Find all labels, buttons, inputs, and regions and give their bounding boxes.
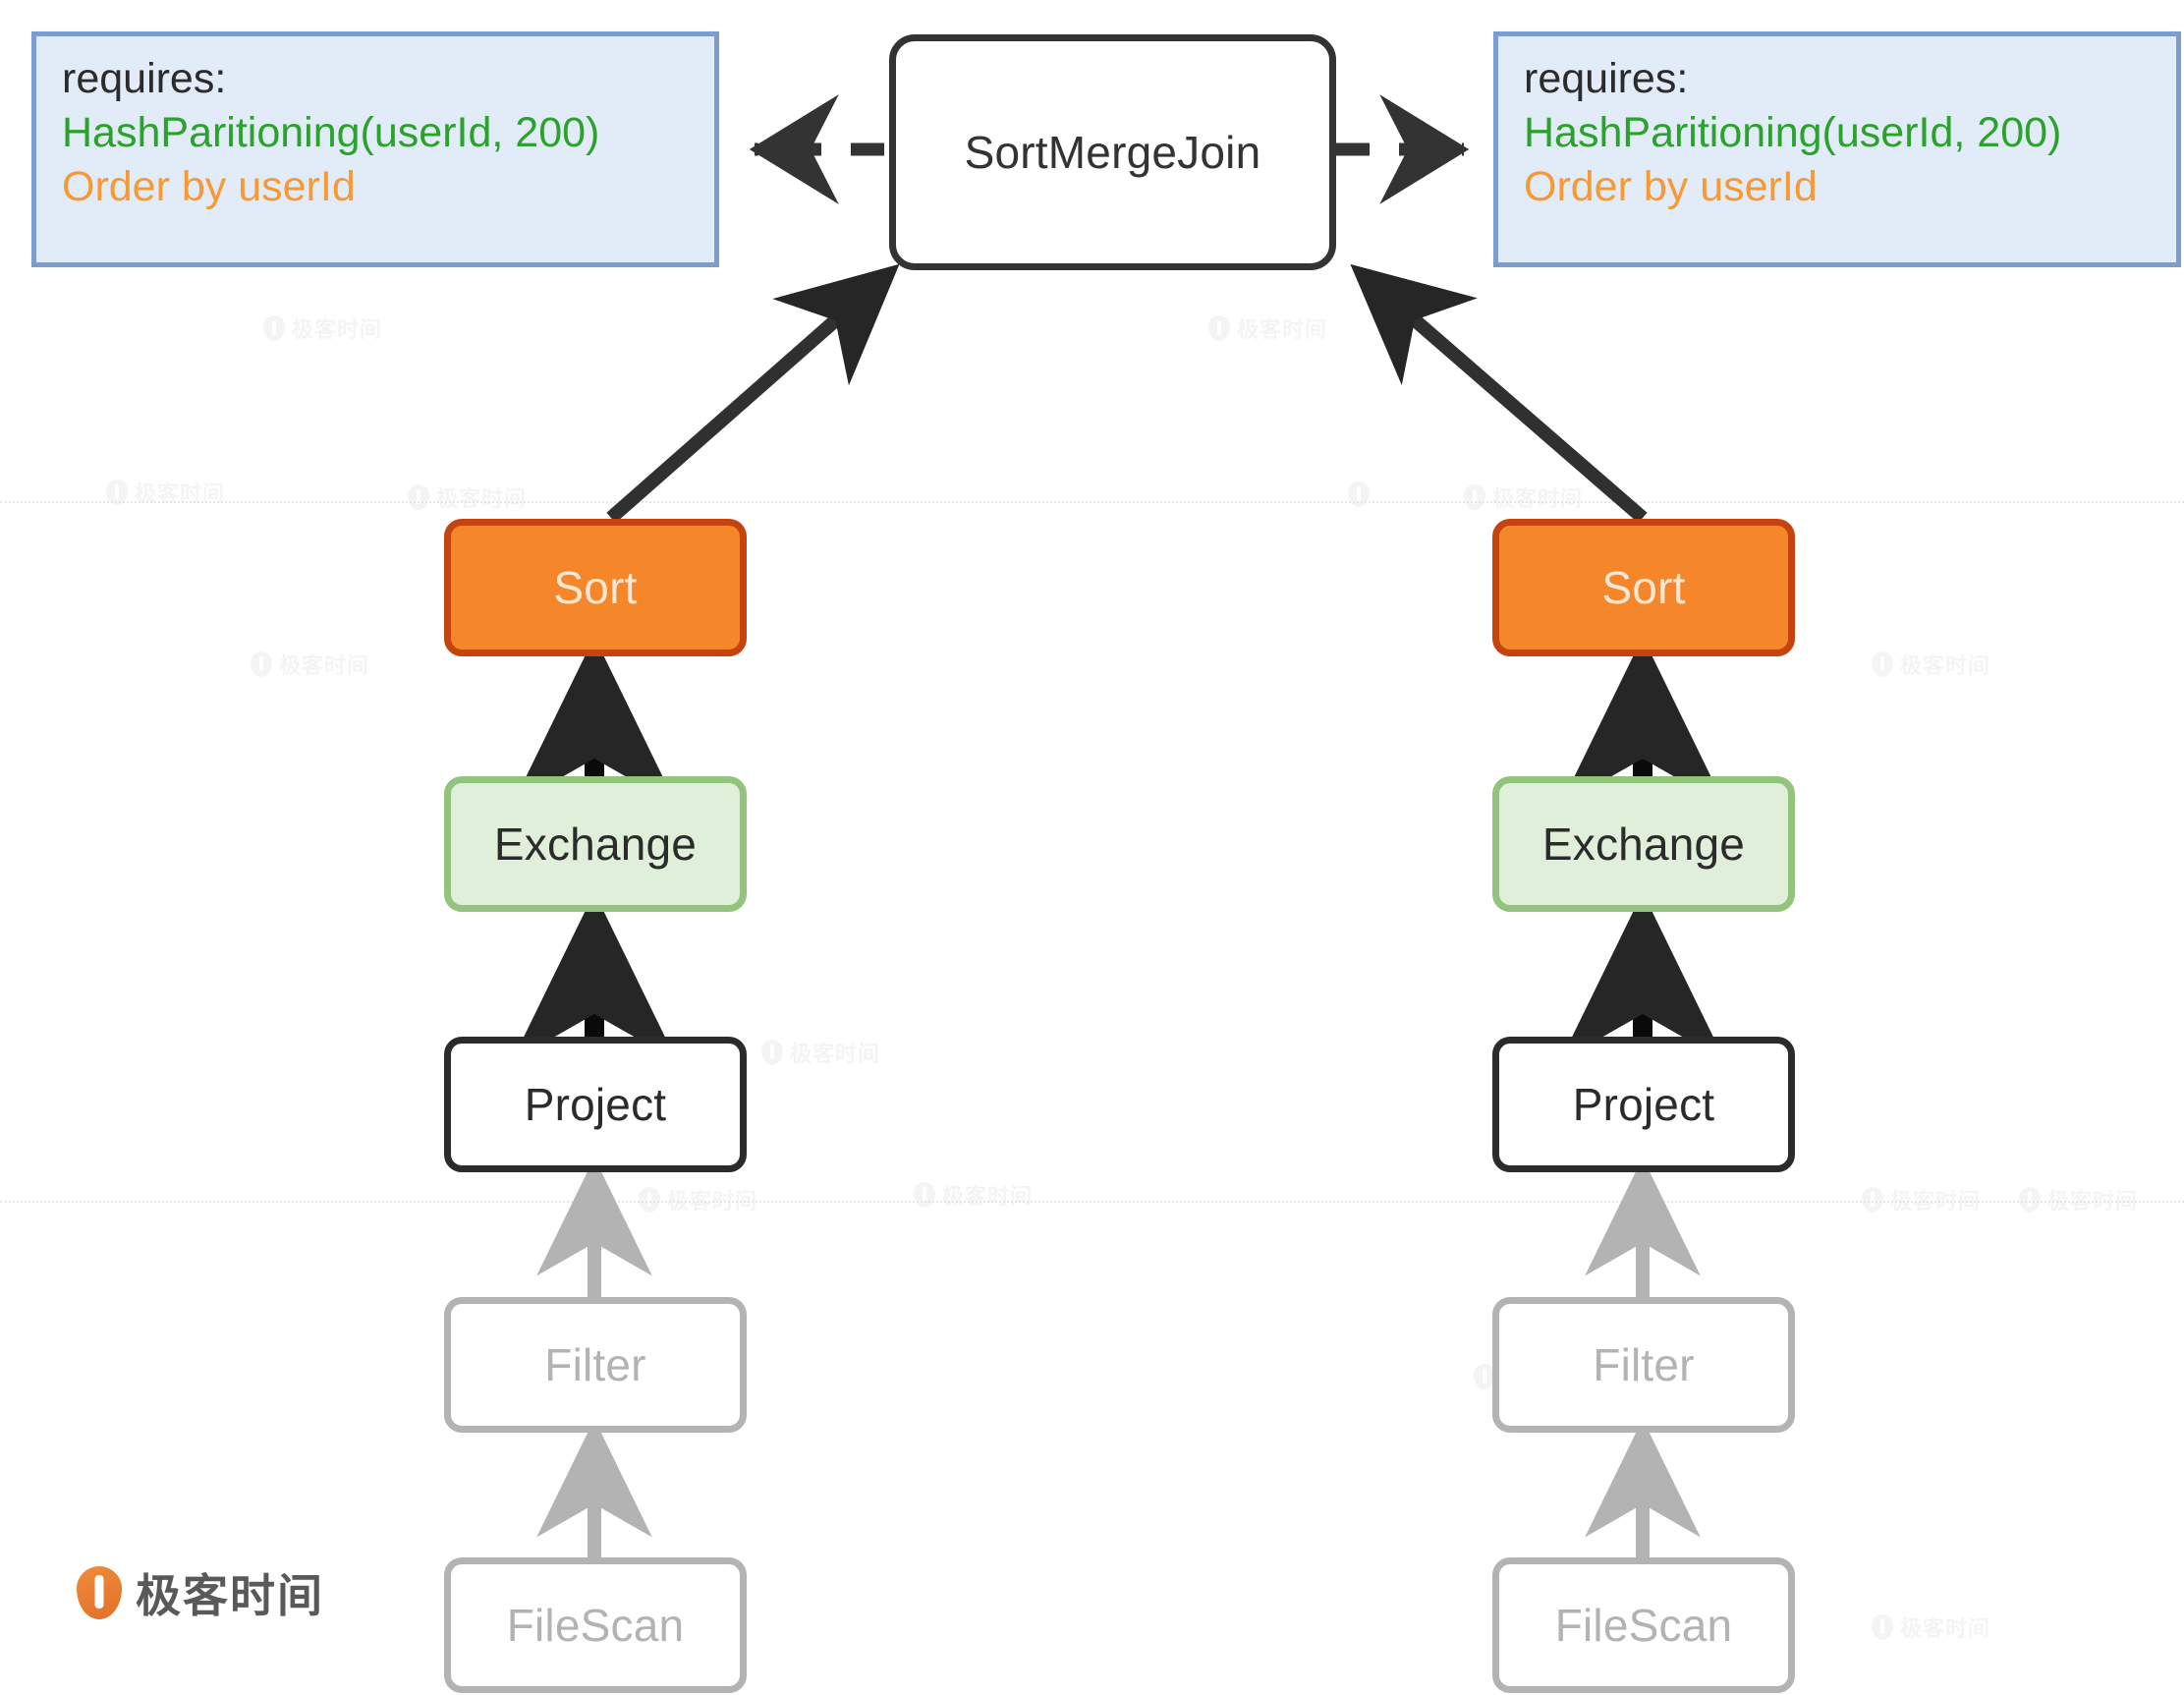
watermark-label: 极客时间 (667, 1190, 758, 1215)
node-left-exchange[interactable]: Exchange (444, 776, 747, 912)
node-left-sort-label: Sort (553, 562, 638, 613)
watermark: 极客时间 (106, 477, 225, 508)
watermark: 极客时间 (1872, 1611, 1990, 1643)
callout-right-requires-label: requires: (1524, 55, 1689, 102)
watermark: 极客时间 (639, 1184, 757, 1215)
watermark-pin-icon (914, 1182, 935, 1208)
node-right-filescan-label: FileScan (1554, 1600, 1733, 1651)
watermark-pin-icon (106, 480, 128, 505)
watermark-pin-icon (1348, 481, 1370, 507)
callout-left-requirements: requires: HashParitioning(userId, 200) O… (31, 31, 719, 267)
guideline (0, 1201, 2184, 1203)
watermark-pin-icon (2019, 1187, 2041, 1213)
watermark: 极客时间 (263, 312, 382, 344)
node-left-filter[interactable]: Filter (444, 1297, 747, 1433)
callout-right-requirements: requires: HashParitioning(userId, 200) O… (1493, 31, 2181, 267)
callout-right-ordering: Order by userId (1524, 163, 1818, 210)
guideline (0, 501, 2184, 503)
watermark: 极客时间 (2019, 1184, 2138, 1215)
watermark: 极客时间 (408, 481, 527, 513)
node-right-filter-label: Filter (1593, 1339, 1695, 1390)
watermark-label: 极客时间 (942, 1185, 1034, 1210)
brand-logo: 极客时间 (77, 1560, 324, 1625)
watermark (1348, 481, 1376, 507)
watermark-pin-icon (639, 1187, 660, 1213)
watermark-label: 极客时间 (2047, 1190, 2139, 1215)
node-left-sort[interactable]: Sort (444, 519, 747, 656)
callout-right-distribution: HashParitioning(userId, 200) (1524, 109, 2062, 156)
watermark-label: 极客时间 (436, 487, 528, 512)
node-left-exchange-label: Exchange (493, 819, 698, 870)
node-left-project-label: Project (524, 1079, 667, 1130)
watermark-pin-icon (251, 651, 272, 677)
watermark-label: 极客时间 (1890, 1190, 1982, 1215)
watermark: 极客时间 (1464, 481, 1583, 513)
callout-left-requires-label: requires: (62, 55, 227, 102)
watermark-pin-icon (263, 315, 285, 341)
callout-left-distribution: HashParitioning(userId, 200) (62, 109, 600, 156)
watermark: 极客时间 (1862, 1184, 1981, 1215)
watermark-label: 极客时间 (135, 482, 226, 507)
brand-pin-icon (77, 1566, 122, 1619)
node-left-filter-label: Filter (544, 1339, 646, 1390)
watermark-label: 极客时间 (1900, 1617, 1991, 1642)
node-right-project[interactable]: Project (1492, 1037, 1795, 1172)
watermark-label: 极客时间 (292, 318, 383, 343)
node-sortmergejoin-label: SortMergeJoin (964, 127, 1261, 178)
watermark-label: 极客时间 (1492, 487, 1584, 512)
node-right-exchange[interactable]: Exchange (1492, 776, 1795, 912)
watermark-pin-icon (1872, 1614, 1893, 1640)
edge-right-sort-to-join (1350, 263, 1648, 524)
node-left-filescan[interactable]: FileScan (444, 1557, 747, 1693)
watermark-pin-icon (1208, 315, 1230, 341)
watermark: 极客时间 (251, 649, 369, 680)
node-right-project-label: Project (1572, 1079, 1715, 1130)
node-sortmergejoin[interactable]: SortMergeJoin (889, 34, 1336, 270)
node-right-sort-label: Sort (1601, 562, 1686, 613)
watermark-pin-icon (1464, 484, 1485, 510)
watermark-pin-icon (761, 1040, 783, 1065)
watermark: 极客时间 (1208, 312, 1327, 344)
watermark-label: 极客时间 (1900, 654, 1991, 679)
node-left-project[interactable]: Project (444, 1037, 747, 1172)
watermark-pin-icon (1862, 1187, 1883, 1213)
node-right-sort[interactable]: Sort (1492, 519, 1795, 656)
watermark: 极客时间 (761, 1037, 880, 1068)
node-right-filescan[interactable]: FileScan (1492, 1557, 1795, 1693)
node-right-exchange-label: Exchange (1541, 819, 1746, 870)
node-right-filter[interactable]: Filter (1492, 1297, 1795, 1433)
edge-left-sort-to-join (606, 263, 900, 524)
watermark: 极客时间 (1872, 649, 1990, 680)
node-left-filescan-label: FileScan (506, 1600, 685, 1651)
callout-left-ordering: Order by userId (62, 163, 356, 210)
watermark-pin-icon (1872, 651, 1893, 677)
watermark-pin-icon (408, 484, 429, 510)
watermark: 极客时间 (914, 1179, 1033, 1211)
brand-name: 极客时间 (136, 1569, 324, 1622)
watermark-label: 极客时间 (790, 1043, 881, 1067)
watermark-label: 极客时间 (279, 654, 370, 679)
watermark-label: 极客时间 (1237, 318, 1328, 343)
